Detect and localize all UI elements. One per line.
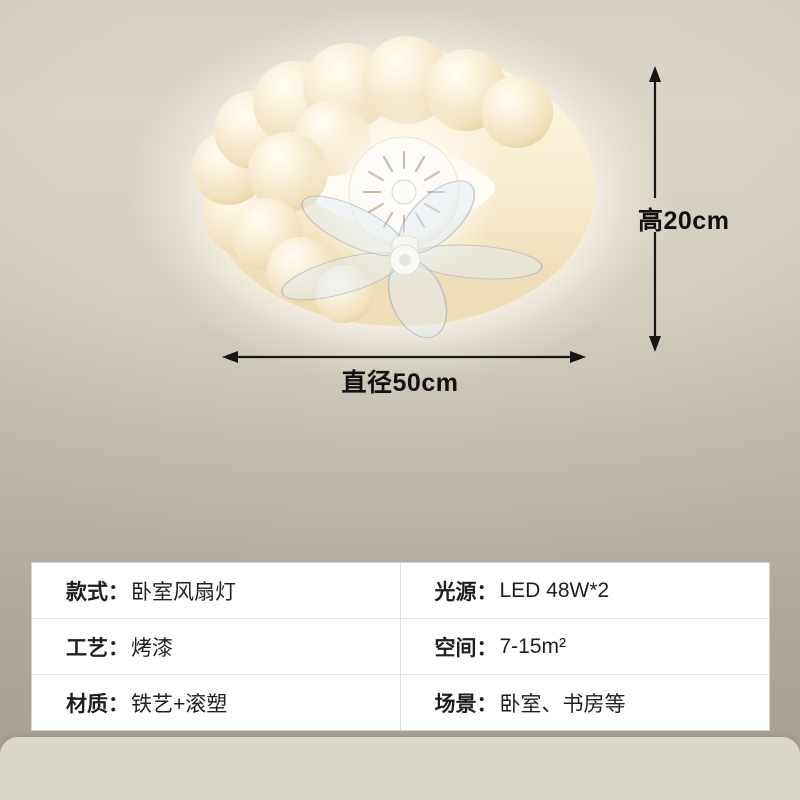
- height-dimension-label: 高20cm: [638, 207, 730, 235]
- lamp-center-plate: [348, 136, 460, 248]
- fan-blades: [281, 180, 543, 339]
- spec-value: 铁艺+滚塑: [131, 692, 228, 716]
- spec-cell-craft: 工艺： 烤漆: [32, 619, 401, 675]
- diameter-dimension-arrow: [222, 351, 586, 363]
- spec-cell-scene: 场景： 卧室、书房等: [401, 675, 770, 730]
- bottom-panel: [0, 737, 800, 800]
- spec-label: 材质：: [66, 692, 129, 716]
- spec-cell-material: 材质： 铁艺+滚塑: [32, 675, 401, 730]
- fan-motor: [389, 235, 421, 276]
- spec-label: 款式：: [66, 580, 129, 604]
- spec-label: 工艺：: [66, 636, 129, 660]
- spec-value: 烤漆: [131, 636, 173, 660]
- spec-value: LED 48W*2: [499, 578, 610, 602]
- spec-label: 空间：: [434, 636, 498, 660]
- spec-value: 7-15m²: [499, 634, 567, 658]
- spec-label: 光源：: [434, 580, 498, 604]
- spec-cell-style: 款式： 卧室风扇灯: [32, 563, 401, 619]
- spec-value: 卧室、书房等: [499, 692, 626, 716]
- spec-label: 场景：: [434, 692, 498, 716]
- spec-cell-lightsource: 光源： LED 48W*2: [400, 563, 769, 619]
- diameter-dimension-label: 直径50cm: [341, 369, 459, 397]
- ceiling-fan-lamp-illustration: [125, 5, 675, 385]
- spec-cell-space: 空间： 7-15m²: [400, 619, 769, 675]
- height-dimension-arrow: [649, 66, 661, 352]
- spec-value: 卧室风扇灯: [131, 580, 236, 604]
- spec-table: 款式： 卧室风扇灯 光源： LED 48W*2 工艺： 烤漆 空间： 7-15m…: [31, 562, 770, 731]
